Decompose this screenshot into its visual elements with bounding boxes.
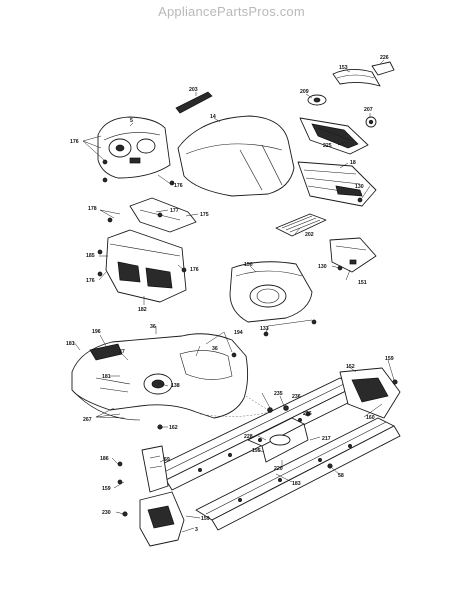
label-236-a: 236 [292, 394, 301, 400]
label-162: 162 [169, 425, 178, 431]
label-236-b: 236 [303, 411, 312, 417]
label-36-a: 36 [150, 324, 156, 330]
label-196: 196 [92, 329, 101, 335]
label-138: 138 [171, 383, 180, 389]
part-150-fuel-shroud [229, 261, 313, 323]
label-182: 182 [138, 307, 147, 313]
label-175: 175 [200, 212, 209, 218]
label-58: 58 [338, 473, 344, 479]
part-177-bracket [129, 197, 197, 233]
frame-assembly [139, 367, 401, 547]
label-226: 226 [380, 55, 389, 61]
label-195: 195 [252, 448, 261, 454]
label-176-b: 176 [174, 183, 183, 189]
label-217: 217 [322, 436, 331, 442]
label-3: 3 [195, 527, 198, 533]
part-182-dash-bracket [105, 229, 187, 303]
label-230: 230 [102, 510, 111, 516]
label-153: 153 [339, 65, 348, 71]
label-176-d: 176 [86, 278, 95, 284]
watermark: AppliancePartsPros.com [158, 4, 305, 19]
label-176-c: 176 [190, 267, 199, 273]
part-226-bracket [371, 61, 395, 76]
label-181-a: 181 [66, 341, 75, 347]
label-228: 228 [244, 434, 253, 440]
label-202: 202 [305, 232, 314, 238]
label-130-b: 130 [318, 264, 327, 270]
label-36-b: 36 [212, 346, 218, 352]
part-151-bracket [329, 237, 377, 273]
label-185: 185 [86, 253, 95, 259]
label-178: 178 [88, 206, 97, 212]
label-133: 133 [260, 326, 269, 332]
part-18-grille-bars [297, 161, 377, 207]
part-225-grille [299, 117, 369, 155]
label-177: 177 [170, 208, 179, 214]
part-37-body-pan [71, 333, 249, 421]
label-18: 18 [350, 160, 356, 166]
part-202-tray [275, 213, 327, 237]
part-153-trim [332, 69, 381, 87]
label-220: 220 [274, 466, 283, 472]
label-151: 151 [358, 280, 367, 286]
label-14: 14 [210, 114, 216, 120]
part-203-handle [175, 91, 213, 114]
label-181-b: 181 [102, 374, 111, 380]
label-267: 267 [83, 417, 92, 423]
label-207: 207 [364, 107, 373, 113]
label-186: 186 [100, 456, 109, 462]
label-152: 152 [346, 364, 355, 370]
label-235: 235 [274, 391, 283, 397]
label-159-b: 159 [102, 486, 111, 492]
label-194: 194 [234, 330, 243, 336]
part-5-dash-panel [97, 116, 171, 179]
label-5: 5 [130, 118, 133, 124]
part-14-hood [177, 115, 295, 197]
label-59: 59 [164, 457, 170, 463]
label-209: 209 [300, 89, 309, 95]
label-37: 37 [119, 349, 125, 355]
label-176-a: 176 [70, 139, 79, 145]
label-130-a: 130 [355, 184, 364, 190]
label-203: 203 [189, 87, 198, 93]
label-160: 160 [366, 415, 375, 421]
label-159-c: 159 [201, 516, 210, 522]
label-150: 150 [244, 262, 253, 268]
label-183: 183 [292, 481, 301, 487]
label-159-a: 159 [385, 356, 394, 362]
label-225: 225 [323, 143, 332, 149]
